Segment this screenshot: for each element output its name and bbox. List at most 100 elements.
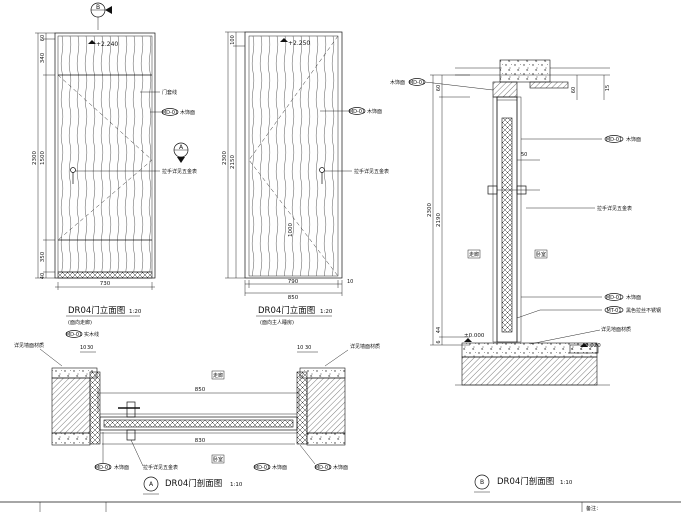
title-block: 备注： xyxy=(0,501,681,512)
svg-text:MD-01: MD-01 xyxy=(66,332,82,338)
dim-sb-60: 60 xyxy=(436,85,442,91)
svg-text:MD-01: MD-01 xyxy=(606,137,622,143)
label-sb-wood: 木饰面 xyxy=(390,79,405,86)
handle-b xyxy=(319,167,325,173)
level-sb-0: ±0.000 xyxy=(464,333,485,339)
dim-a-40: 40 xyxy=(40,273,46,279)
dim-sb-2190: 2190 xyxy=(436,213,442,227)
svg-text:A: A xyxy=(179,144,184,151)
elevation-a-title: DR04门立面图 xyxy=(68,305,125,316)
dim-sb-top-60: 60 xyxy=(571,87,577,93)
section-b: 60 2190 44 6 2300 木饰面 MD-01 60 15 50 MD-… xyxy=(390,59,661,493)
callout-wood-sb-2: 木饰面 xyxy=(626,294,641,301)
callout-wood-sa-3: 木饰面 xyxy=(333,464,348,471)
dim-sb-total: 2300 xyxy=(427,203,433,217)
hardware-note-a: 拉手详见五金表 xyxy=(162,168,197,175)
callout-tag-sa-1 xyxy=(94,463,112,471)
floor-note: 详见地面材质 xyxy=(601,326,631,333)
dim-b-790: 790 xyxy=(288,279,299,285)
elevation-a: B +2.240 xyxy=(32,2,197,326)
wall-left xyxy=(51,377,91,434)
dim-b-2150: 2150 xyxy=(230,155,236,169)
dim-sa-left-30: 30 xyxy=(87,345,93,351)
dim-b-inner: 1000 xyxy=(288,223,294,237)
room-sb-corridor: 走廊 xyxy=(469,251,479,258)
callout-tag-sa-solid xyxy=(65,330,83,338)
dim-sb-50: 50 xyxy=(521,152,527,158)
callout-tag-sb-2 xyxy=(604,293,624,301)
room-bedroom: 卧室 xyxy=(213,456,223,463)
svg-text:B: B xyxy=(480,479,484,486)
svg-text:MD-01: MD-01 xyxy=(349,109,365,115)
handle-section-b xyxy=(487,185,498,195)
section-a-title: DR04门剖面图 xyxy=(165,478,222,489)
level-a: +2.240 xyxy=(96,41,118,48)
wall-right xyxy=(306,377,346,434)
title-block-note: 备注： xyxy=(586,505,601,512)
callout-tag-sb-1 xyxy=(604,135,624,143)
callout-wood-sa-1: 木饰面 xyxy=(114,464,129,471)
door-leaf-section-a xyxy=(99,416,298,431)
callout-wood-sb-1: 木饰面 xyxy=(626,136,641,143)
dim-b-850: 850 xyxy=(288,295,299,301)
dim-b-total: 2300 xyxy=(222,151,228,165)
svg-text:MD-01: MD-01 xyxy=(254,465,270,471)
floor-slab xyxy=(461,356,598,386)
section-b-scale: 1:10 xyxy=(560,480,573,486)
dim-sb-44: 44 xyxy=(436,327,442,333)
dim-sa-right-30: 30 xyxy=(305,345,311,351)
swing-line-a xyxy=(57,74,153,241)
svg-text:MD-01: MD-01 xyxy=(315,465,331,471)
door-leaf-a xyxy=(57,35,153,273)
elevation-b: +2.250 1000 100 2150 2300 790 10 850 MD-… xyxy=(222,31,389,326)
dim-sa-right-10: 10 xyxy=(297,345,303,351)
callout-frame-a: 门套线 xyxy=(162,89,177,96)
room-corridor: 走廊 xyxy=(213,372,223,379)
section-b-title: DR04门剖面图 xyxy=(497,476,554,487)
svg-text:MD-01: MD-01 xyxy=(162,110,178,116)
callout-tag-sa-3 xyxy=(314,463,332,471)
callout-wood-sa-2: 木饰面 xyxy=(272,464,287,471)
svg-text:MT-01: MT-01 xyxy=(606,308,621,314)
dim-sb-6: 6 xyxy=(436,340,442,343)
hardware-note-b: 拉手详见五金表 xyxy=(354,168,389,175)
dim-a-350: 350 xyxy=(40,251,46,262)
hardware-note-sb: 拉手详见五金表 xyxy=(597,205,632,212)
handle-a xyxy=(70,167,76,173)
elevation-a-subtitle: (面向走廊) xyxy=(68,319,92,326)
callout-wood-b: 木饰面 xyxy=(367,108,382,115)
dim-b-100: 100 xyxy=(230,35,236,45)
callout-solid-wood: 实木线 xyxy=(84,331,99,338)
elevation-a-scale: 1:20 xyxy=(129,309,142,315)
svg-text:MD-01: MD-01 xyxy=(409,80,425,86)
svg-text:MD-01: MD-01 xyxy=(606,295,622,301)
swing-line-b xyxy=(248,35,339,277)
level-b: +2.250 xyxy=(288,40,310,47)
callout-wood-a: 木饰面 xyxy=(180,109,195,116)
callout-tag-sa-2 xyxy=(253,463,271,471)
elevation-b-scale: 1:20 xyxy=(320,309,333,315)
dim-a-60: 60 xyxy=(40,35,46,41)
door-frame-a xyxy=(54,32,156,279)
svg-text:MD-01: MD-01 xyxy=(95,465,111,471)
dim-b-10: 10 xyxy=(347,279,353,285)
dim-a-1500: 1500 xyxy=(40,151,46,165)
callout-steel: 黑色拉丝不锈钢 xyxy=(626,307,661,314)
handle-section-a xyxy=(126,401,136,418)
label-wall-right: 详见墙面材质 xyxy=(350,343,380,350)
label-wall-left: 详见墙面材质 xyxy=(14,342,44,349)
dim-sa-left-10: 10 xyxy=(80,345,86,351)
section-marker-a-title xyxy=(143,476,159,492)
elevation-b-title: DR04门立面图 xyxy=(258,305,315,316)
wood-grain-b xyxy=(251,36,335,276)
callout-tag-sb-steel xyxy=(604,306,624,314)
ceiling-slab xyxy=(499,59,551,83)
elevation-b-subtitle: (面向主人睡房) xyxy=(260,319,294,326)
dim-sa-830: 830 xyxy=(195,438,206,444)
marker-letter: B xyxy=(96,4,100,11)
door-frame-b xyxy=(244,31,343,279)
hardware-note-sa: 拉手详见五金表 xyxy=(143,464,178,471)
section-a: 850 830 10 30 10 30 详见墙面材质 详见墙面材质 MD-01 … xyxy=(14,330,380,495)
dim-sb-15: 15 xyxy=(605,85,611,91)
